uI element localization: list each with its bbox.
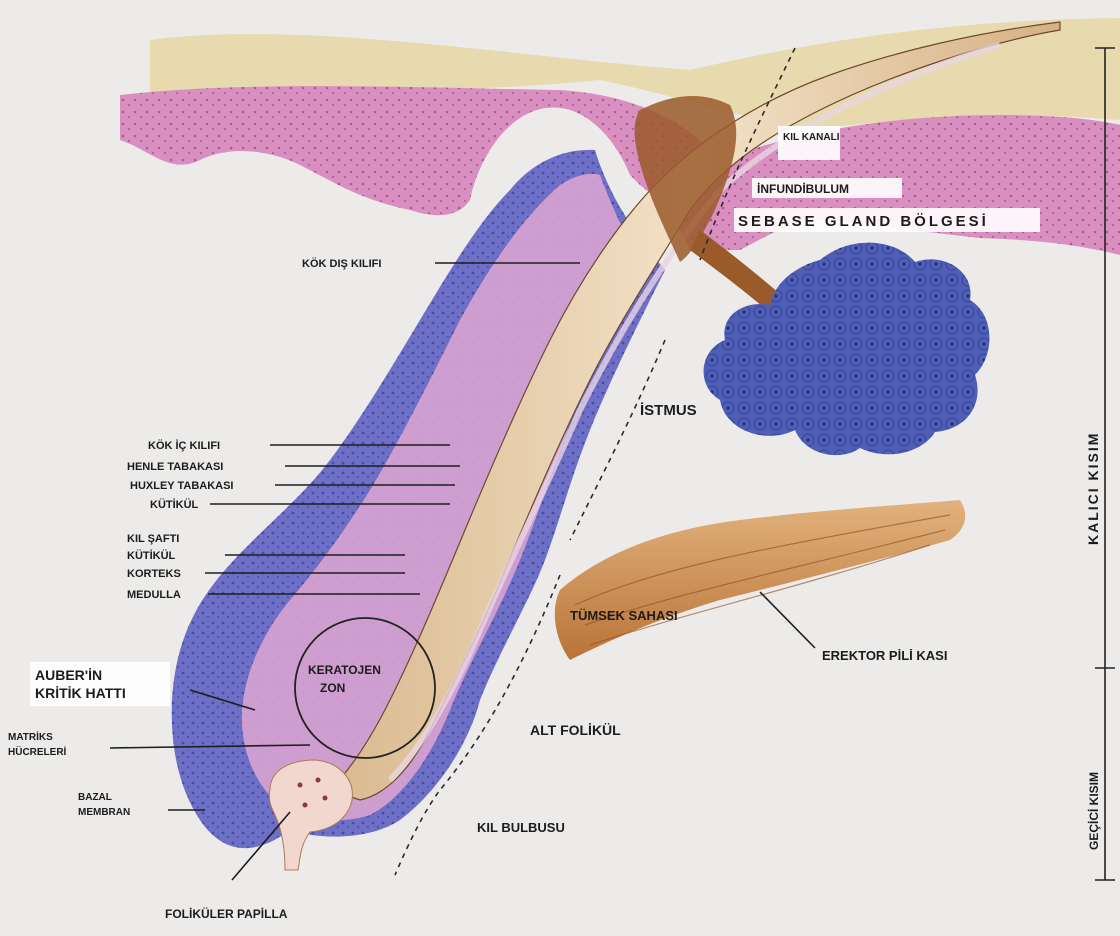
label-kil-safti: KIL ŞAFTI bbox=[127, 533, 179, 545]
label-henle: HENLE TABAKASI bbox=[127, 461, 223, 473]
label-auber-2: KRİTİK HATTI bbox=[35, 685, 126, 701]
label-keratojen-2: ZON bbox=[320, 681, 345, 695]
label-bazal-1: BAZAL bbox=[78, 792, 112, 803]
label-kok-dis-kilifi: KÖK DIŞ KILIFI bbox=[302, 257, 381, 270]
label-kil-bulbusu: KIL BULBUSU bbox=[477, 820, 565, 835]
label-bazal-2: MEMBRAN bbox=[78, 807, 130, 818]
label-matriks-1: MATRİKS bbox=[8, 730, 53, 743]
label-auber-1: AUBER'İN bbox=[35, 667, 102, 683]
dermal-papilla bbox=[269, 760, 352, 870]
label-kok-ic-kilifi: KÖK İÇ KILIFI bbox=[148, 439, 220, 452]
label-istmus: İSTMUS bbox=[640, 402, 697, 419]
label-alt-folikul: ALT FOLİKÜL bbox=[530, 722, 621, 738]
label-tumsek-sahasi: TÜMSEK SAHASI bbox=[570, 608, 678, 623]
label-erektor: EREKTOR PİLİ KASI bbox=[822, 648, 947, 663]
label-gecici-kisim: GEÇİCİ KISIM bbox=[1086, 772, 1101, 850]
label-infundibulum: İNFUNDİBULUM bbox=[757, 181, 849, 196]
label-kil-kanali: KIL KANALI bbox=[783, 132, 840, 143]
label-kalici-kisim: KALICI KISIM bbox=[1085, 432, 1101, 545]
label-huxley: HUXLEY TABAKASI bbox=[130, 480, 234, 492]
label-keratojen-1: KERATOJEN bbox=[308, 663, 381, 677]
label-medulla: MEDULLA bbox=[127, 589, 181, 601]
label-kutikul-2: KÜTİKÜL bbox=[127, 549, 176, 562]
label-matriks-2: HÜCRELERİ bbox=[8, 745, 67, 758]
label-korteks: KORTEKS bbox=[127, 568, 181, 580]
label-folikuler-papilla: FOLİKÜLER PAPİLLA bbox=[165, 906, 288, 921]
label-kutikul-1: KÜTİKÜL bbox=[150, 498, 199, 511]
label-sebase: SEBASE GLAND BÖLGESİ bbox=[738, 213, 989, 230]
